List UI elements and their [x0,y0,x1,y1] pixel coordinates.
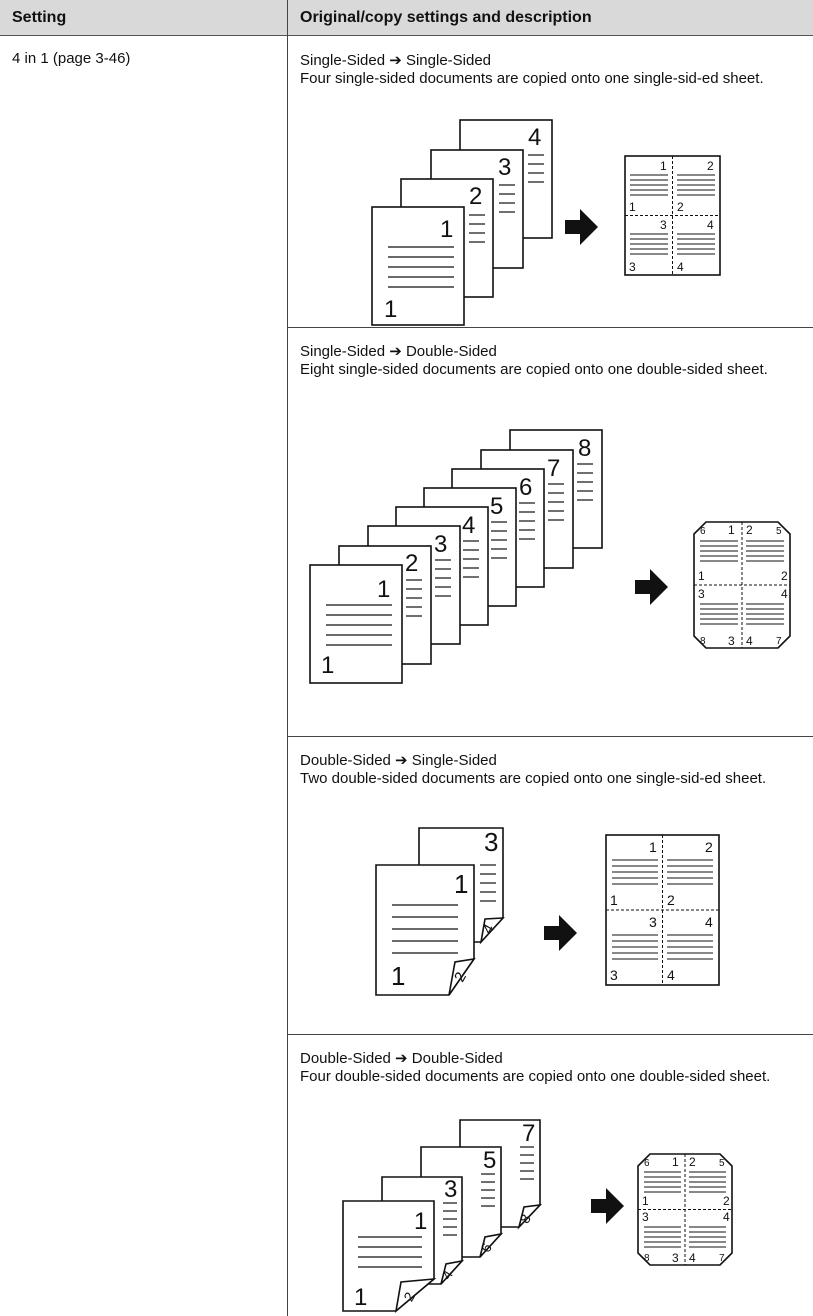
page-number: 2 [469,183,482,210]
svg-text:1: 1 [660,159,667,173]
svg-text:2: 2 [677,200,684,214]
case-mode: Single-Sided ➔ Single-Sided [300,52,492,69]
case-mode: Double-Sided ➔ Single-Sided [300,752,497,769]
arrow-right-icon [565,209,598,245]
svg-text:4: 4 [781,587,788,601]
svg-text:7: 7 [776,636,782,647]
svg-text:2: 2 [705,839,713,855]
row-separator [288,736,813,737]
arrow-right-icon [544,915,577,951]
svg-text:4: 4 [746,634,753,648]
header-setting-label: Setting [12,9,67,26]
column-divider [287,0,288,1316]
svg-text:8: 8 [578,435,591,462]
page-number: 3 [498,154,511,181]
svg-text:1: 1 [610,892,618,908]
svg-text:8: 8 [700,636,706,647]
page-number: 4 [528,124,541,151]
svg-text:1: 1 [454,869,468,899]
svg-text:4: 4 [689,1251,696,1265]
svg-text:4: 4 [723,1210,730,1224]
four-up-sheet: 1 2 1 2 3 4 3 4 [605,834,720,986]
double-to-double-illustration: 7 5 3 1 1 8 6 4 2 [342,1119,733,1314]
case-single-to-single: Single-Sided ➔ Single-Sided Four single-… [288,37,813,328]
svg-text:3: 3 [484,827,498,857]
case-double-to-single: Double-Sided ➔ Single-Sided Two double-s… [288,737,813,1035]
header-description-label: Original/copy settings and description [300,9,592,26]
case-double-to-double: Double-Sided ➔ Double-Sided Four double-… [288,1035,813,1316]
svg-text:6: 6 [700,526,706,537]
single-to-double-illustration: 8 7 6 5 4 3 2 1 1 [309,429,791,684]
svg-text:5: 5 [490,493,503,520]
svg-text:2: 2 [667,892,675,908]
svg-text:3: 3 [672,1251,679,1265]
svg-text:1: 1 [698,569,705,583]
svg-text:1: 1 [354,1284,367,1311]
row-separator [288,1034,813,1035]
svg-text:2: 2 [781,569,788,583]
svg-text:3: 3 [728,634,735,648]
case-description: Two double-sided documents are copied on… [300,770,767,787]
svg-text:3: 3 [649,914,657,930]
case-mode: Double-Sided ➔ Double-Sided [300,1050,503,1067]
svg-text:3: 3 [660,218,667,232]
svg-text:5: 5 [776,526,782,537]
svg-text:3: 3 [444,1176,457,1203]
svg-text:4: 4 [462,512,475,539]
svg-text:1: 1 [642,1194,649,1208]
header-description: Original/copy settings and description [288,0,813,36]
svg-text:1: 1 [672,1155,679,1169]
svg-text:2: 2 [746,523,753,537]
svg-text:4: 4 [667,967,675,983]
svg-text:1: 1 [414,1208,427,1235]
svg-text:5: 5 [483,1147,496,1174]
svg-text:7: 7 [719,1253,725,1264]
arrow-right-icon [635,569,668,605]
svg-text:2: 2 [689,1155,696,1169]
case-description: Eight single-sided documents are copied … [300,361,768,378]
case-mode: Single-Sided ➔ Double-Sided [300,343,497,360]
svg-text:2: 2 [707,159,714,173]
case-description: Four single-sided documents are copied o… [300,70,764,87]
svg-text:1: 1 [629,200,636,214]
svg-text:4: 4 [677,260,684,274]
svg-text:7: 7 [547,455,560,482]
four-up-sheet: 1 2 1 2 3 4 3 4 [624,155,721,276]
svg-text:4: 4 [707,218,714,232]
header-setting: Setting [0,0,287,36]
arrow-right-icon [591,1188,624,1224]
svg-text:3: 3 [610,967,618,983]
svg-text:8: 8 [644,1253,650,1264]
svg-text:3: 3 [698,587,705,601]
svg-text:1: 1 [321,652,334,679]
row-separator [288,327,813,328]
svg-text:3: 3 [434,531,447,558]
svg-text:3: 3 [629,260,636,274]
svg-text:5: 5 [719,1158,725,1169]
svg-text:2: 2 [723,1194,730,1208]
svg-text:6: 6 [519,474,532,501]
svg-text:4: 4 [705,914,713,930]
svg-text:2: 2 [405,550,418,577]
svg-text:1: 1 [391,961,405,991]
page-number: 1 [440,216,453,243]
svg-text:1: 1 [728,523,735,537]
case-single-to-double: Single-Sided ➔ Double-Sided Eight single… [288,328,813,737]
svg-text:3: 3 [642,1210,649,1224]
svg-text:6: 6 [644,1158,650,1169]
svg-text:1: 1 [377,576,390,603]
svg-text:1: 1 [649,839,657,855]
page-number: 1 [384,296,397,323]
setting-name: 4 in 1 (page 3-46) [12,50,131,67]
svg-text:7: 7 [522,1120,535,1147]
case-description: Four double-sided documents are copied o… [300,1068,771,1085]
